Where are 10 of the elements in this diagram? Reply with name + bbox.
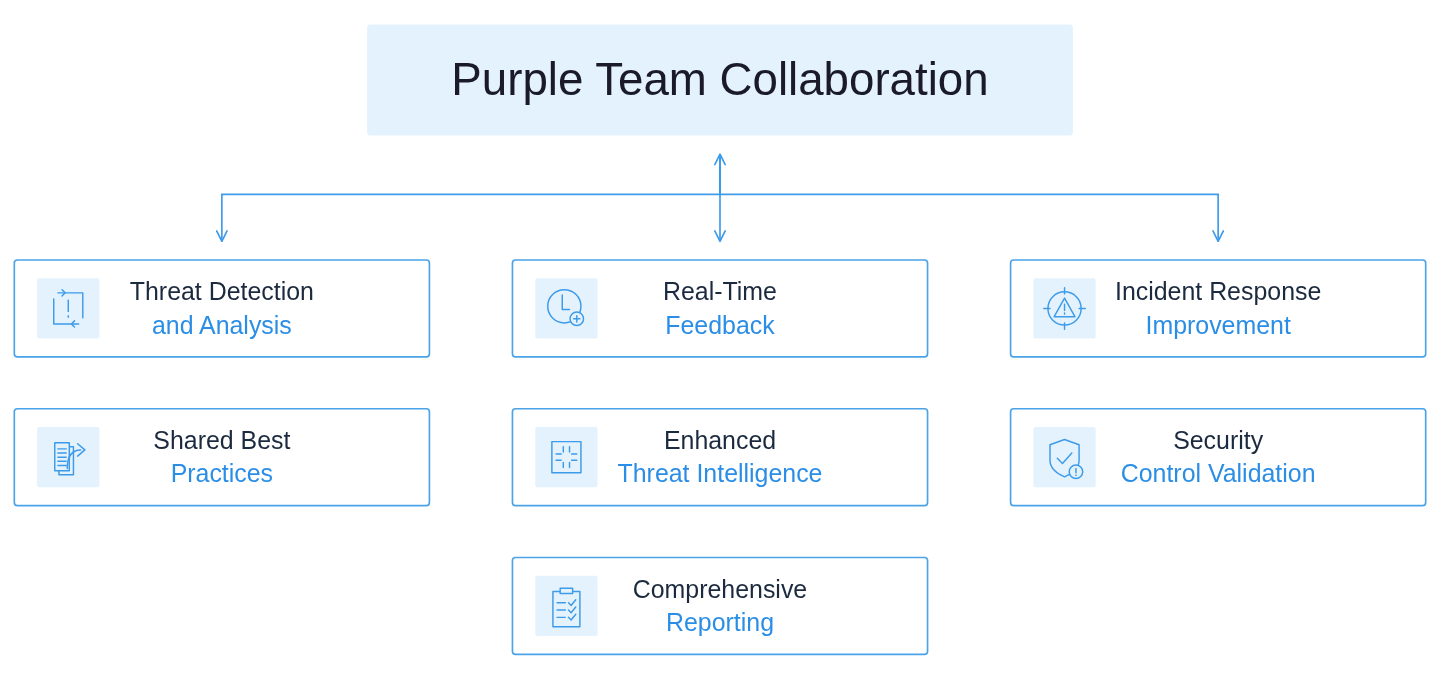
process-box: Incident Response Improvement (1009, 259, 1427, 358)
process-box: Threat Detection and Analysis (13, 259, 431, 358)
process-box: Real-Time Feedback (511, 259, 929, 358)
process-box: Comprehensive Reporting (511, 556, 929, 656)
process-box: Security Control Validation (1009, 407, 1427, 507)
title-box: Purple Team Collaboration (367, 24, 1073, 136)
arrow (719, 153, 1225, 243)
process-box: Enhanced Threat Intelligence (511, 407, 929, 507)
arrow (714, 153, 726, 243)
process-box: Shared Best Practices (13, 407, 431, 507)
